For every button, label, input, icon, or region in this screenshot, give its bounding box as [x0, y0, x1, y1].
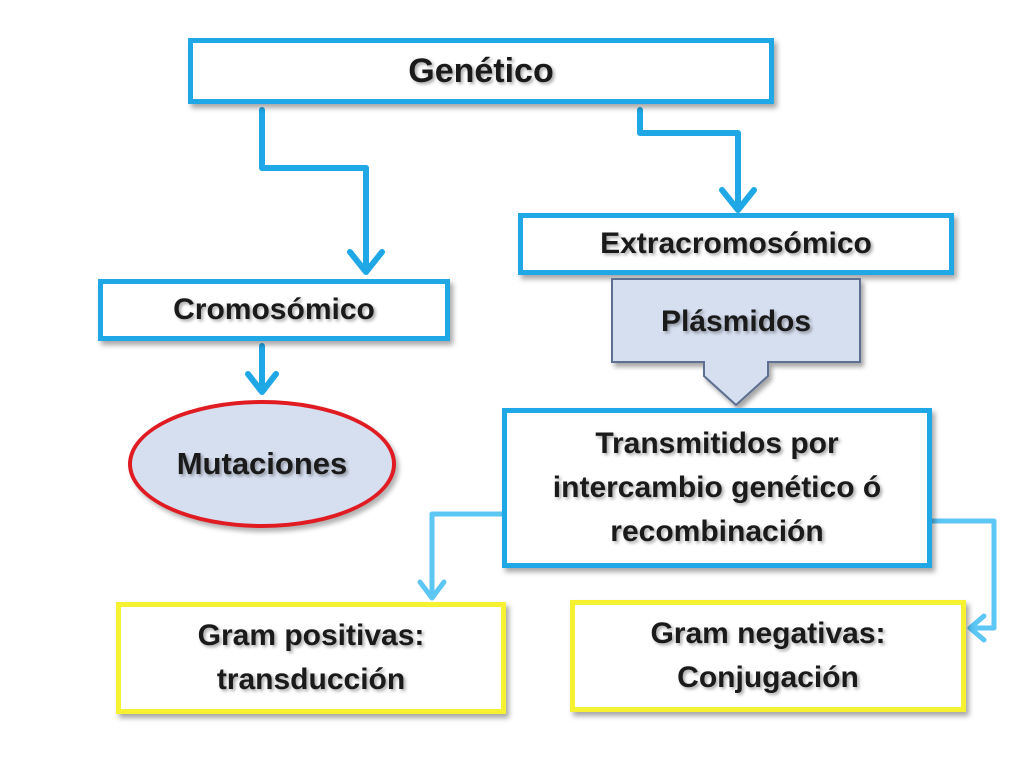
arrow-cromosomico-to-mutaciones: [245, 343, 279, 395]
transmitidos-line1: Transmitidos por: [595, 427, 839, 460]
transmitidos-line2: intercambio genético ó: [552, 471, 882, 504]
plasmidos-label-wrap: Plásmidos: [612, 289, 860, 355]
extracromosomico-label: Extracromosómico: [600, 227, 872, 260]
mutaciones-ellipse: Mutaciones: [128, 400, 396, 528]
arrow-genetico-to-extracromosomico: [637, 107, 757, 213]
gram-positivas-line1: Gram positivas:: [197, 619, 425, 652]
gram-negativas-box: Gram negativas: Conjugación: [570, 600, 966, 712]
gram-negativas-line1: Gram negativas:: [650, 617, 886, 650]
gram-positivas-line2: transducción: [216, 663, 406, 696]
genetico-box: Genético: [188, 38, 774, 104]
gram-negativas-line2: Conjugación: [677, 661, 859, 694]
genetico-label: Genético: [408, 51, 554, 90]
plasmidos-label: Plásmidos: [660, 305, 812, 338]
extracromosomico-box: Extracromosómico: [518, 213, 954, 275]
gram-positivas-box: Gram positivas: transducción: [116, 602, 506, 714]
cromosomico-box: Cromosómico: [98, 279, 450, 341]
transmitidos-box: Transmitidos por intercambio genético ó …: [502, 408, 932, 568]
transmitidos-line3: recombinación: [610, 515, 824, 548]
mutaciones-label: Mutaciones: [176, 446, 348, 481]
arrow-genetico-to-cromosomico: [259, 107, 385, 275]
arrow-transmitidos-to-gram-negativas: [929, 518, 997, 643]
arrow-transmitidos-to-gram-positivas: [417, 511, 505, 601]
cromosomico-label: Cromosómico: [173, 293, 375, 326]
